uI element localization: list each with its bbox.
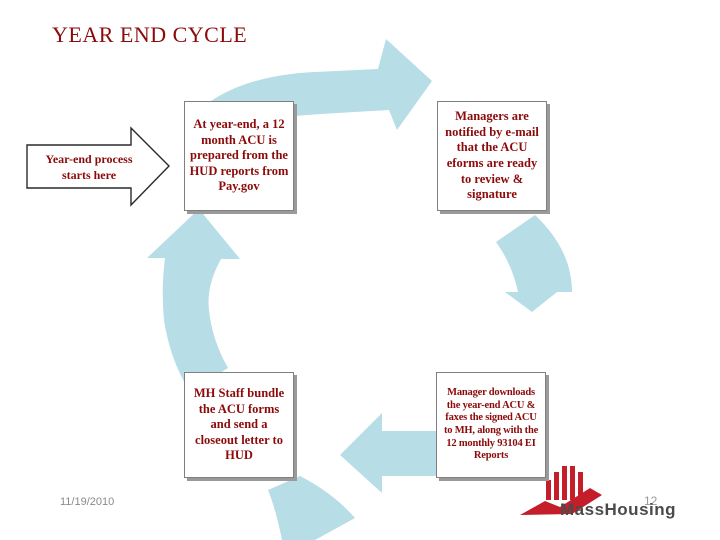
masshousing-logo-text: MassHousing	[560, 500, 677, 519]
cycle-arrow-right	[496, 215, 572, 312]
masshousing-logo-mark	[520, 466, 602, 515]
step-text-closeout: MH Staff bundle the ACU forms and send a…	[193, 385, 285, 463]
cycle-arrow-left	[147, 209, 240, 392]
page-number: 12	[644, 494, 658, 508]
step-text-prepare-acu: At year-end, a 12 month ACU is prepared …	[189, 116, 289, 194]
start-label: Year-end process starts here	[45, 152, 133, 182]
step-text-manager-download: Manager downloads the year-end ACU & fax…	[443, 387, 539, 462]
footer-date: 11/19/2010	[60, 496, 115, 508]
step-box-manager-download: Manager downloads the year-end ACU & fax…	[436, 372, 546, 478]
step-box-prepare-acu: At year-end, a 12 month ACU is prepared …	[184, 101, 294, 211]
step-box-notify-managers: Managers are notified by e-mail that the…	[437, 101, 547, 211]
cycle-arrow-bottom-left	[268, 476, 355, 540]
slide-title: YEAR END CYCLE	[52, 22, 248, 47]
step-text-notify-managers: Managers are notified by e-mail that the…	[445, 109, 539, 202]
step-box-closeout: MH Staff bundle the ACU forms and send a…	[184, 372, 294, 478]
start-arrow	[26, 126, 170, 207]
